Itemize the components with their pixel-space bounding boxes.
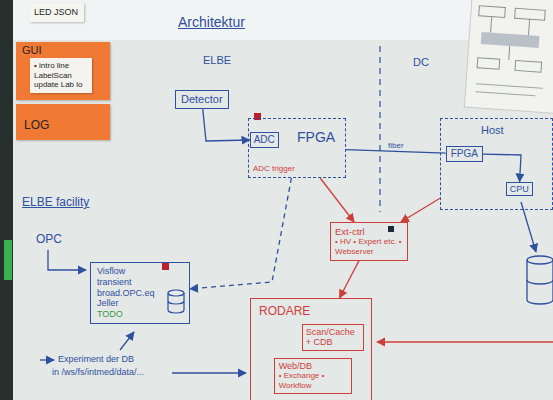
database-symbol [527,256,553,304]
connector [401,198,440,222]
node-text: Ext-ctrl [335,226,403,237]
process-box: Ext-ctrl• HV • Expert etc. • Webserver [330,222,408,261]
node-text: LOG [24,118,102,132]
node-text: Visflow [97,266,161,277]
group-region: HostFPGA CPU [440,118,553,210]
node-text: ADC trigger [253,164,295,174]
sticky-note: LED JSON [30,3,84,22]
process-box: CPU [506,182,533,197]
connector [340,261,359,298]
sticky-note: • intro line LabelScan update Lab lo [30,58,92,93]
zone-heading: ELBE [203,54,231,67]
path-note: in /ws/fs/intmed/data/... [52,367,144,378]
node-text: Jeller [97,298,161,309]
process-box: ADC [250,132,279,148]
wire [40,359,54,360]
connector [483,154,521,182]
connector-label: fiber [386,142,406,151]
sticky-note: LOG [16,104,110,140]
node-text: • Exchange • Workflow [279,371,347,390]
node-text: • intro line LabelScan update Lab lo [34,61,88,90]
section-heading: ELBE facility [22,195,89,209]
wire [48,250,86,270]
node-text: Web/DB [279,361,347,372]
node-text: Detector [181,93,223,106]
node-text: TODO [97,309,161,320]
node-text: CPU [510,184,529,195]
process-box: Scan/Cache + CDB [302,324,364,352]
zone-heading: DC [413,56,429,69]
database-symbol [168,290,184,313]
board-frame [0,0,13,400]
node-text: Scan/Cache + CDB [306,327,360,349]
node-text: transient [97,277,161,288]
wire [120,332,134,350]
node-text: GUI [22,44,104,57]
node-text: RODARE [259,304,310,318]
process-box: Web/DB• Exchange • Workflow [274,358,352,394]
group-region: RODARE Scan/Cache + CDB Web/DB• Exchange •… [250,298,372,400]
wire [377,341,553,342]
board-title: Architektur [178,14,245,31]
node-text: ADC [254,134,275,146]
node-text: FPGA [297,129,335,146]
frame-light [4,240,12,280]
protocol-label: OPC [36,232,62,246]
connector [320,178,354,222]
pinned-sheet [464,0,553,113]
node-text: Host [481,124,504,137]
connector [190,178,291,289]
node-text: FPGA [451,148,478,160]
magnet [388,226,394,232]
process-box: Visflowtransientbroad.OPC.eqJellerTODO [90,262,190,324]
node-text: broad.OPC.eq [97,288,161,299]
note: Experiment der DB [58,354,134,365]
node-text: LED JSON [34,7,80,18]
connector [203,109,250,141]
process-box: Detector [175,90,229,109]
magnet [162,263,169,270]
group-region: FPGA ADC trigger ADC [248,118,346,178]
process-box: FPGA [446,146,483,162]
wire [172,372,246,373]
node-text: • HV • Expert etc. • Webserver [335,237,403,256]
domain-divider [379,46,380,212]
